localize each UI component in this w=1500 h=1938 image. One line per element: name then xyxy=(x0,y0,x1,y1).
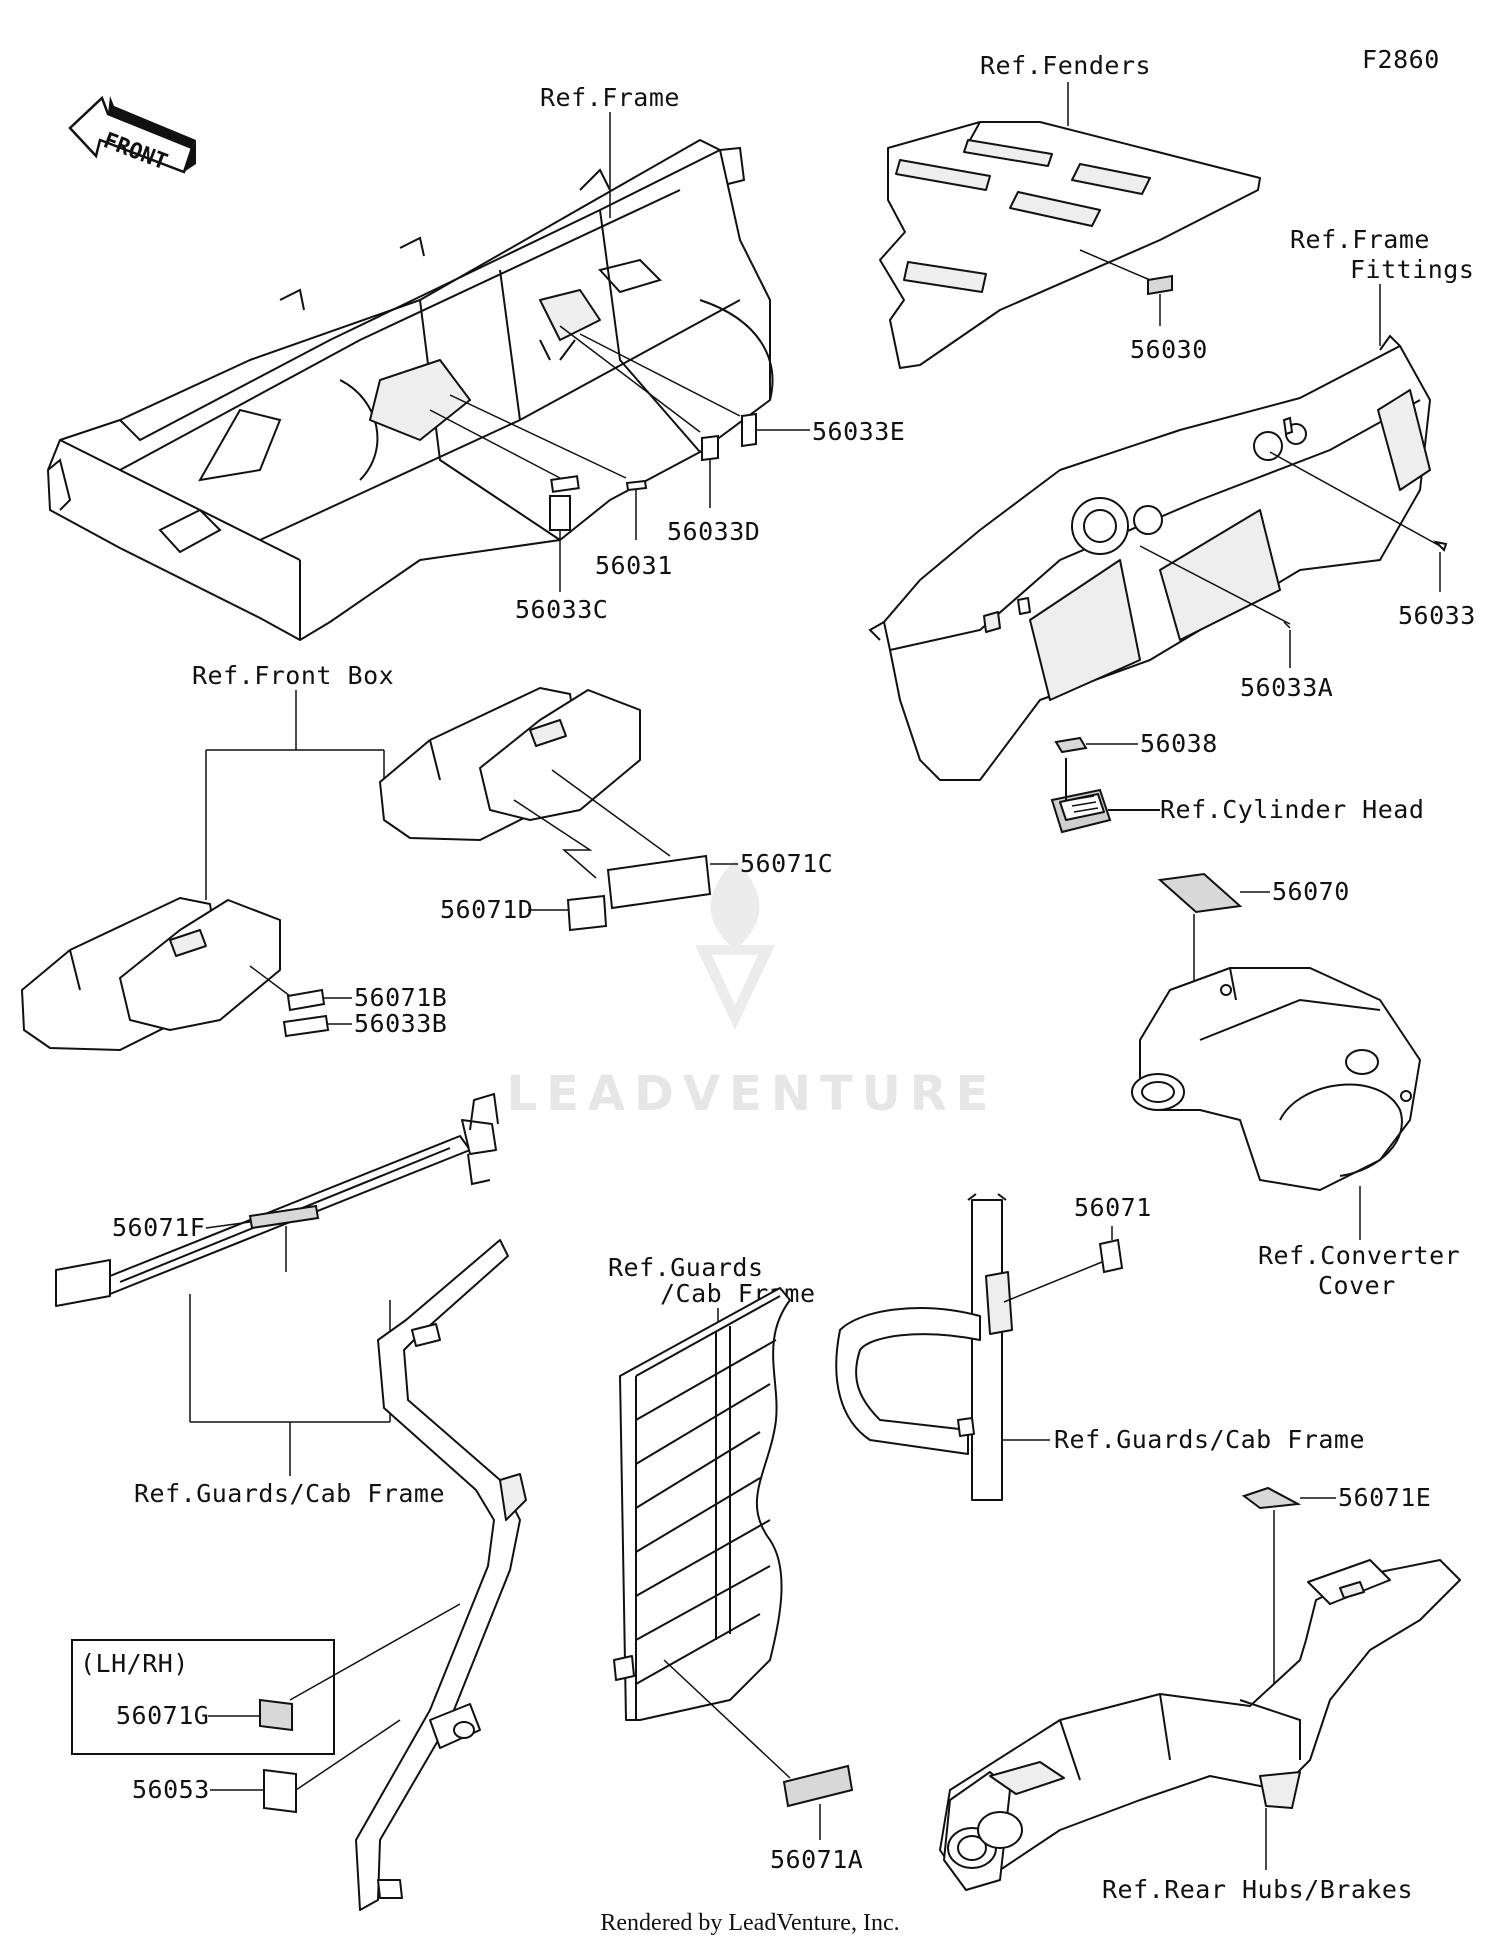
part-56071g: 56071G xyxy=(116,1701,209,1730)
ref-front-box-label: Ref.Front Box xyxy=(192,661,394,690)
decal-56038 xyxy=(1054,736,1088,754)
decal-56071g xyxy=(259,1698,293,1732)
ref-converter-cover-label-1: Ref.Converter xyxy=(1258,1241,1460,1270)
ref-fenders-label: Ref.Fenders xyxy=(980,51,1151,80)
fender-part xyxy=(879,121,1261,369)
part-56038: 56038 xyxy=(1140,729,1218,758)
render-credit: Rendered by LeadVenture, Inc. xyxy=(600,1910,899,1936)
guard-tube-right xyxy=(835,1193,1013,1501)
converter-cover-part xyxy=(1131,967,1421,1191)
part-56071e: 56071E xyxy=(1338,1483,1431,1512)
decal-56071f xyxy=(248,1204,320,1230)
ref-guards-cab-frame-mid-label-1: Ref.Guards xyxy=(608,1253,764,1282)
part-56071b: 56071B xyxy=(354,983,447,1012)
decal-56070 xyxy=(1157,872,1243,914)
part-56033e: 56033E xyxy=(812,417,905,446)
cab-frame-tube-left xyxy=(355,1239,527,1911)
ref-frame-fittings-label-1: Ref.Frame xyxy=(1290,225,1430,254)
ref-frame-fittings-label-2: Fittings xyxy=(1350,255,1474,284)
ref-guards-cab-frame-mid-label-2: /Cab Frame xyxy=(660,1279,816,1308)
front-box-upper xyxy=(379,687,641,841)
lh-rh-box: (LH/RH) xyxy=(71,1639,335,1755)
decal-56071 xyxy=(1098,1238,1124,1274)
decal-56071e xyxy=(1241,1486,1302,1510)
part-56031: 56031 xyxy=(595,551,673,580)
decal-56033c-body xyxy=(549,495,571,531)
diagram-id: F2860 xyxy=(1362,45,1440,74)
part-56033c: 56033C xyxy=(515,595,608,624)
part-56033a: 56033A xyxy=(1240,673,1333,702)
watermark-v-icon xyxy=(695,945,775,1030)
decal-56033-clip xyxy=(1432,540,1448,552)
part-56071: 56071 xyxy=(1074,1193,1152,1222)
ref-guards-cab-frame-left-label: Ref.Guards/Cab Frame xyxy=(134,1479,445,1508)
decal-56071c xyxy=(606,854,712,910)
decal-56071d xyxy=(566,894,608,932)
part-56030: 56030 xyxy=(1130,335,1208,364)
part-56070: 56070 xyxy=(1272,877,1350,906)
watermark-text: LEADVENTURE xyxy=(507,1066,998,1122)
decal-56030 xyxy=(1147,274,1173,296)
ref-guards-cab-frame-right-label: Ref.Guards/Cab Frame xyxy=(1054,1425,1365,1454)
decal-56031 xyxy=(625,479,648,492)
part-56053: 56053 xyxy=(132,1775,210,1804)
part-56033b: 56033B xyxy=(354,1009,447,1038)
front-box-lower xyxy=(21,897,281,1051)
part-56033d: 56033D xyxy=(667,517,760,546)
decal-56033b xyxy=(282,1014,330,1038)
part-56071f: 56071F xyxy=(112,1213,205,1242)
decal-56033e xyxy=(741,412,757,448)
frame-fittings-part xyxy=(868,334,1431,781)
cab-frame-grid-part xyxy=(613,1287,791,1721)
decal-56033c xyxy=(550,475,580,493)
ref-converter-cover-label-2: Cover xyxy=(1318,1271,1396,1300)
part-56071a: 56071A xyxy=(770,1845,863,1874)
front-arrow-icon: FRONT xyxy=(68,95,196,175)
decal-56033 xyxy=(1282,416,1294,436)
decal-56071a xyxy=(782,1764,854,1808)
decal-56071b xyxy=(286,988,326,1012)
ref-frame-label: Ref.Frame xyxy=(540,83,680,112)
part-56071d: 56071D xyxy=(440,895,533,924)
guard-bar-part xyxy=(55,1092,499,1307)
frame-assembly xyxy=(47,139,774,641)
decal-56053 xyxy=(263,1768,297,1814)
watermark-flame-icon xyxy=(710,860,760,950)
cylinder-head-part xyxy=(1050,758,1160,834)
ref-cylinder-head-label: Ref.Cylinder Head xyxy=(1160,795,1424,824)
part-56071c: 56071C xyxy=(740,849,833,878)
rear-hubs-part xyxy=(939,1559,1461,1891)
decal-56033d xyxy=(701,434,719,462)
lh-rh-label: (LH/RH) xyxy=(80,1649,189,1678)
leadventure-watermark: LEADVENTURE xyxy=(507,860,998,1122)
ref-rear-hubs-brakes-label: Ref.Rear Hubs/Brakes xyxy=(1102,1875,1413,1904)
part-56033: 56033 xyxy=(1398,601,1476,630)
